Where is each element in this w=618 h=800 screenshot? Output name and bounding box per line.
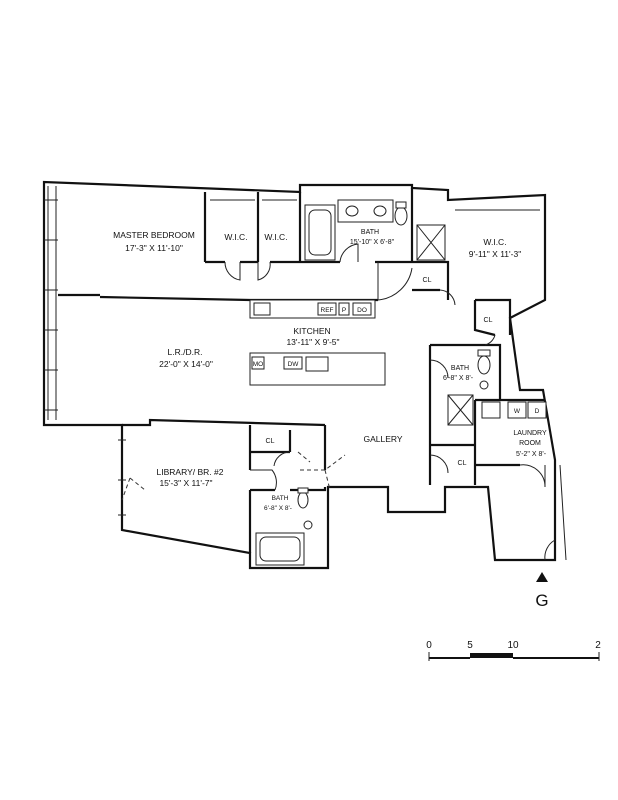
pantry-label: P xyxy=(342,307,346,314)
closet-3-label: CL xyxy=(458,460,467,467)
mo-label: MO xyxy=(253,361,263,368)
door-swings xyxy=(121,243,556,561)
scale-label-20: 2 xyxy=(595,640,601,651)
living-name: L.R./D.R. xyxy=(168,347,203,357)
closet-4-label: CL xyxy=(266,438,275,445)
closet-2-label: CL xyxy=(484,317,493,324)
bath-3-name: BATH xyxy=(272,495,289,502)
library-dim: 15'-3" X 11'-7" xyxy=(159,478,212,488)
master-bedroom-name: MASTER BEDROOM xyxy=(113,230,195,240)
scale-label-10: 10 xyxy=(507,640,519,651)
entry-marker: G xyxy=(535,572,549,610)
scale-segment-1 xyxy=(429,657,470,659)
dryer-label: D xyxy=(535,408,540,415)
kitchen-name: KITCHEN xyxy=(293,326,330,336)
ref-label: REF xyxy=(321,307,334,314)
entry-arrow-icon xyxy=(536,572,548,582)
laundry-dim: 5'-2" X 8'- xyxy=(516,451,547,458)
scale-segment-3 xyxy=(513,657,599,659)
laundry-name: LAUNDRY xyxy=(513,430,547,437)
scale-label-5: 5 xyxy=(467,640,473,651)
scale-segment-2 xyxy=(470,653,513,658)
wic-3-dim: 9'-11" X 11'-3" xyxy=(469,249,521,259)
closet-1-label: CL xyxy=(423,277,432,284)
master-bath-dim: 15'-10" X 6'-8" xyxy=(350,239,395,246)
kitchen-dim: 13'-11" X 9'-5" xyxy=(286,337,339,347)
gallery-name: GALLERY xyxy=(363,434,402,444)
bath-2-name: BATH xyxy=(451,365,469,372)
scale-label-0: 0 xyxy=(426,640,432,651)
bath-3-dim: 6'-8" X 8'- xyxy=(264,505,292,512)
master-bedroom-dim: 17'-3" X 11'-10" xyxy=(125,243,183,253)
wic-3-name: W.I.C. xyxy=(483,237,506,247)
master-bath-name: BATH xyxy=(361,229,379,236)
fixtures xyxy=(210,199,547,566)
laundry-name-2: ROOM xyxy=(519,440,541,447)
do-label: DO xyxy=(357,307,367,314)
windows xyxy=(44,199,126,516)
library-name: LIBRARY/ BR. #2 xyxy=(157,467,224,477)
dw-label: DW xyxy=(288,361,300,368)
entry-label: G xyxy=(535,591,548,610)
scale-bar: 0 5 10 2 xyxy=(426,640,601,661)
room-labels: MASTER BEDROOM 17'-3" X 11'-10" W.I.C. W… xyxy=(113,229,547,512)
living-dim: 22'-0" X 14'-0" xyxy=(159,359,213,369)
appliance-labels: REF P DO MO DW W D xyxy=(251,302,540,415)
wic-1-name: W.I.C. xyxy=(224,232,247,242)
wic-2-name: W.I.C. xyxy=(264,232,287,242)
washer-label: W xyxy=(514,408,521,415)
bath-2-dim: 6'-8" X 8'- xyxy=(443,375,474,382)
